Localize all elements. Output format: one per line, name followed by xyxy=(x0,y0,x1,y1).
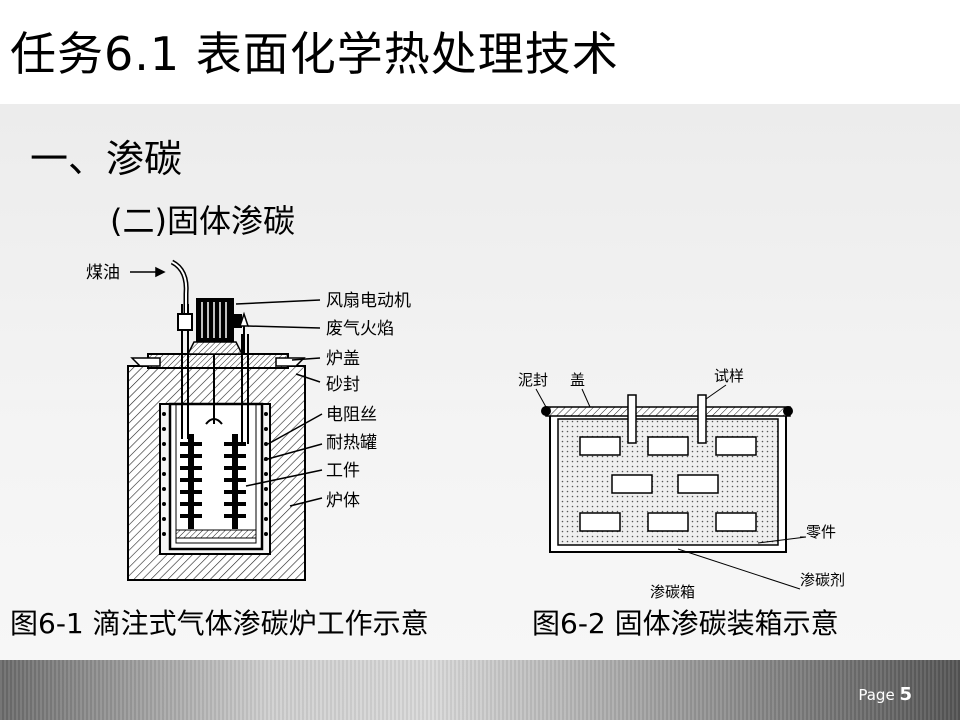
figure2-caption: 图6-2 固体渗碳装箱示意 xyxy=(532,607,839,640)
label-furnace-body: 炉体 xyxy=(326,491,360,511)
page-indicator: Page 5 xyxy=(858,684,912,705)
title-bar: 任务6.1 表面化学热处理技术 xyxy=(0,0,960,104)
label-part: 零件 xyxy=(806,523,836,541)
label-box-lid: 盖 xyxy=(570,371,585,389)
leader-lines-2 xyxy=(535,384,807,590)
label-sample: 试样 xyxy=(714,367,744,385)
figure1-caption: 图6-1 滴注式气体渗碳炉工作示意 xyxy=(10,607,429,640)
label-kerosene: 煤油 xyxy=(86,263,120,283)
label-carburizer: 渗碳剂 xyxy=(800,571,845,589)
leader-lines xyxy=(130,266,323,507)
label-lid: 炉盖 xyxy=(326,349,360,369)
heading-solid-carburizing: (二)固体渗碳 xyxy=(110,202,295,240)
label-fan-motor: 风扇电动机 xyxy=(326,291,411,311)
page-number: 5 xyxy=(899,684,912,705)
label-resistance-wire: 电阻丝 xyxy=(326,405,377,425)
slide-content: 一、渗碳 (二)固体渗碳 xyxy=(0,104,960,660)
label-carburizing-box: 渗碳箱 xyxy=(650,583,695,599)
label-heat-tank: 耐热罐 xyxy=(326,433,377,453)
label-sand-seal: 砂封 xyxy=(326,375,360,395)
label-workpiece: 工件 xyxy=(326,461,360,481)
footer-bar: Page 5 xyxy=(0,660,960,720)
carburizing-box-shape xyxy=(541,394,793,553)
furnace-body-shape xyxy=(127,259,306,581)
figure-gas-carburizing-furnace: 煤油 风扇电动机 废气火焰 炉盖 砂封 电阻丝 耐热罐 工件 炉体 xyxy=(86,259,411,581)
figure-solid-carburizing-box: 泥封 盖 试样 零件 渗碳剂 渗碳箱 xyxy=(518,367,845,599)
heading-carburizing: 一、渗碳 xyxy=(30,137,183,181)
label-mud-seal: 泥封 xyxy=(518,371,548,389)
label-exhaust-flame: 废气火焰 xyxy=(326,319,394,339)
page-label: Page xyxy=(858,686,895,704)
slide-title: 任务6.1 表面化学热处理技术 xyxy=(10,27,619,81)
